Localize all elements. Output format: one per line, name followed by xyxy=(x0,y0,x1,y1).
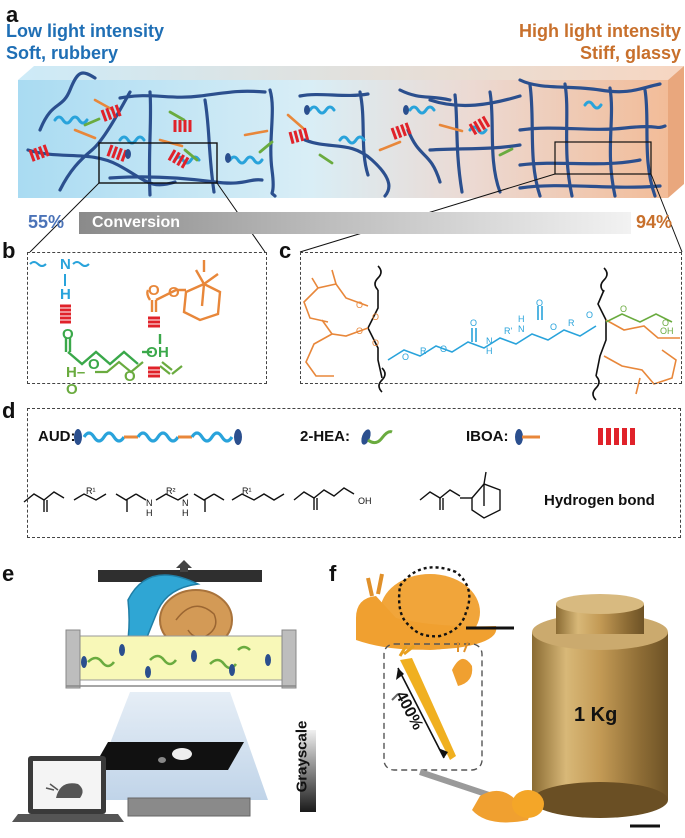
zoom-line-4 xyxy=(650,173,683,253)
c-atom-r1: R xyxy=(420,346,427,356)
atom-ho: H–O xyxy=(66,364,86,398)
c-atom-h1: H xyxy=(486,346,493,356)
c-atom-og: O xyxy=(470,318,478,328)
c-atom-oi: O xyxy=(550,322,558,332)
c-atom-ol: O xyxy=(662,318,670,328)
d-atom-r1a: R¹ xyxy=(86,486,96,496)
panel-letter-b: b xyxy=(2,238,16,263)
high-intensity-line2: Stiff, glassy xyxy=(579,43,681,63)
up-arrow-icon xyxy=(176,560,192,572)
projector xyxy=(127,797,251,817)
atom-o4: O xyxy=(148,282,160,299)
panel-letter-e: e xyxy=(2,561,15,586)
laptop-base xyxy=(12,814,124,822)
printer-schematic xyxy=(12,560,316,822)
panel-letter-f: f xyxy=(329,561,337,586)
atom-h2: H xyxy=(158,344,169,361)
legend-iboa: IBOA: xyxy=(466,428,509,445)
atom-n: N xyxy=(60,256,71,273)
low-intensity-label: Low light intensity Soft, rubbery xyxy=(6,20,164,64)
polymer-chains xyxy=(26,71,667,198)
d-atom-nh1: H xyxy=(146,508,153,518)
d-atom-r2: R² xyxy=(166,486,176,496)
legend-hydrogen-bond: Hydrogen bond xyxy=(544,492,655,509)
c-atom-oh: O xyxy=(536,298,544,308)
d-atom-n1: N xyxy=(146,498,153,508)
panel-letter-d: d xyxy=(2,398,16,423)
zoom-box-right xyxy=(554,141,652,175)
d-atom-r1b: R¹ xyxy=(242,486,252,496)
d-atom-n2: N xyxy=(182,498,189,508)
panel-b-box xyxy=(27,252,267,384)
legend-glyphs xyxy=(23,428,635,519)
c-atom-oe: O xyxy=(402,352,410,362)
hydrogen-bonds-a xyxy=(28,104,491,169)
legend-aud: AUD: xyxy=(38,428,76,445)
brass-weight xyxy=(532,632,668,800)
conversion-start: 55% xyxy=(28,212,65,232)
c-atom-oh-end: OH xyxy=(660,326,674,336)
c-atom-h2: H xyxy=(518,314,525,324)
orange-snail-body xyxy=(356,596,497,650)
c-atom-od: O xyxy=(372,338,380,348)
low-intensity-line1: Low light intensity xyxy=(6,21,164,41)
c-atom-n2: N xyxy=(518,324,525,334)
c-atom-ok: O xyxy=(620,304,628,314)
zoom-box-left xyxy=(98,142,218,184)
mask-image xyxy=(92,742,244,770)
stretched-snail xyxy=(400,658,456,760)
high-intensity-line1: High light intensity xyxy=(519,21,681,41)
zoom-line-1 xyxy=(29,182,100,253)
grayscale-label: Grayscale xyxy=(293,720,311,793)
legend-hea: 2-HEA: xyxy=(300,428,351,445)
low-intensity-line2: Soft, rubbery xyxy=(6,43,119,63)
build-platform xyxy=(98,570,262,582)
atom-o2: O xyxy=(88,356,100,373)
panel-letter-a: a xyxy=(6,2,19,27)
d-atom-nh2: H xyxy=(182,508,189,518)
conversion-label: Conversion xyxy=(92,214,181,231)
hea-side-chains xyxy=(83,110,514,165)
conversion-bar xyxy=(79,212,631,234)
c-atom-oa: O xyxy=(356,300,364,310)
atom-h1: H xyxy=(60,286,71,303)
c-atom-n1: N xyxy=(486,336,493,346)
c-atom-oc: O xyxy=(356,326,364,336)
c-atom-ob: O xyxy=(372,312,380,322)
d-atom-oh: OH xyxy=(358,496,372,506)
c-atom-of: O xyxy=(440,344,448,354)
inset-box xyxy=(383,643,483,771)
dotted-outline xyxy=(397,566,471,638)
panel-c-box xyxy=(300,252,682,384)
strain-arrow xyxy=(397,667,445,759)
c-atom-r3: R xyxy=(568,318,575,328)
photos xyxy=(356,566,668,828)
end-caps xyxy=(125,105,409,163)
high-intensity-label: High light intensity Stiff, glassy xyxy=(519,20,681,64)
conversion-end: 94% xyxy=(636,212,673,232)
weight-label: 1 Kg xyxy=(574,704,618,726)
panel-b-structure xyxy=(29,260,222,378)
atom-o6: O xyxy=(124,368,136,385)
panel-c-structure xyxy=(303,265,680,401)
atom-o5: O xyxy=(168,284,180,301)
atom-o3: O xyxy=(146,344,158,361)
atom-o1: O xyxy=(62,326,74,343)
snail-under-weight xyxy=(472,790,530,823)
c-atom-r2: R' xyxy=(504,326,513,336)
c-atom-oj: O xyxy=(586,310,594,320)
grayscale-bar xyxy=(300,730,316,812)
panel-d-box xyxy=(27,408,681,538)
resin-vat xyxy=(71,635,291,681)
panel-letter-c: c xyxy=(279,238,292,263)
